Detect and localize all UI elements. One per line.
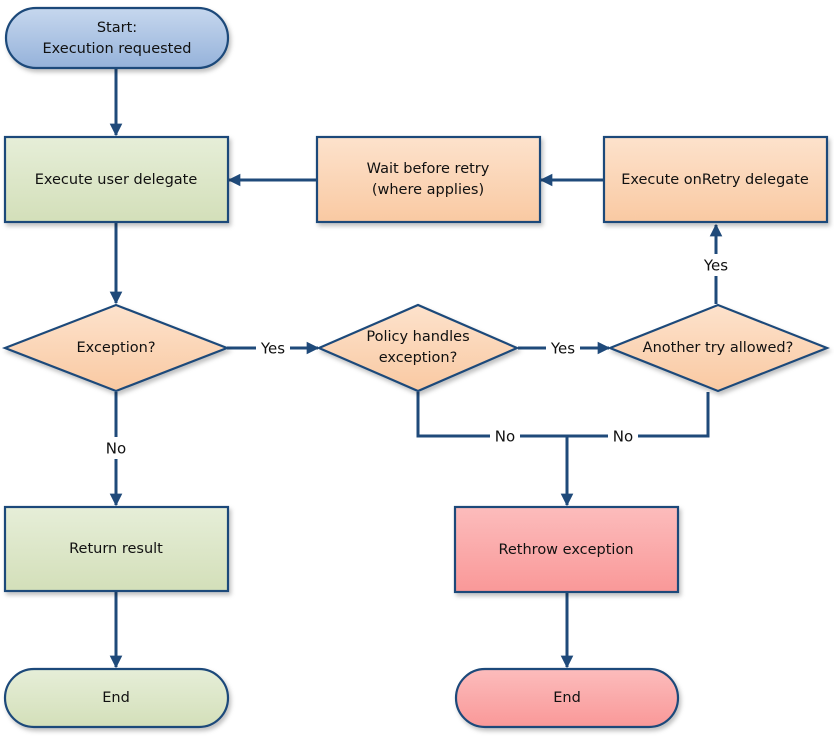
end-left-node xyxy=(3,667,230,729)
rethrow-exception-label: Rethrow exception xyxy=(498,542,633,558)
end-left-label: End xyxy=(102,690,130,706)
edge-label-another-no: No xyxy=(613,428,633,446)
wait-before-retry-node xyxy=(315,135,542,224)
policy-handles-line2: exception? xyxy=(379,350,458,366)
policy-handles-line1: Policy handles xyxy=(366,329,469,345)
edge-label-policy-no: No xyxy=(495,428,515,446)
edge-label-exception-yes: Yes xyxy=(260,340,285,358)
start-node xyxy=(4,6,230,70)
execute-user-delegate-node xyxy=(3,135,230,224)
edge-label-policy-yes: Yes xyxy=(550,340,575,358)
start-node-line2: Execution requested xyxy=(42,41,191,57)
exception-decision-label: Exception? xyxy=(76,340,155,356)
policy-handles-decision-node xyxy=(316,303,520,393)
execute-onretry-delegate-node xyxy=(602,135,829,224)
execute-user-delegate-label: Execute user delegate xyxy=(35,172,198,188)
wait-before-retry-line2: (where applies) xyxy=(372,182,484,198)
rethrow-exception-node xyxy=(453,505,680,594)
start-node-line1: Start: xyxy=(97,20,137,36)
execute-onretry-delegate-label: Execute onRetry delegate xyxy=(621,172,809,188)
end-right-node xyxy=(454,667,680,729)
return-result-label: Return result xyxy=(69,541,163,557)
edge-label-another-yes: Yes xyxy=(703,257,728,275)
return-result-node xyxy=(3,505,230,593)
end-right-label: End xyxy=(553,690,581,706)
wait-before-retry-line1: Wait before retry xyxy=(367,161,490,177)
edge-label-exception-no: No xyxy=(106,440,126,458)
another-try-decision-node xyxy=(607,303,830,393)
another-try-decision-label: Another try allowed? xyxy=(643,340,794,356)
edge-labels: Yes Yes Yes No No No xyxy=(101,254,733,459)
exception-decision-node xyxy=(1,303,231,393)
